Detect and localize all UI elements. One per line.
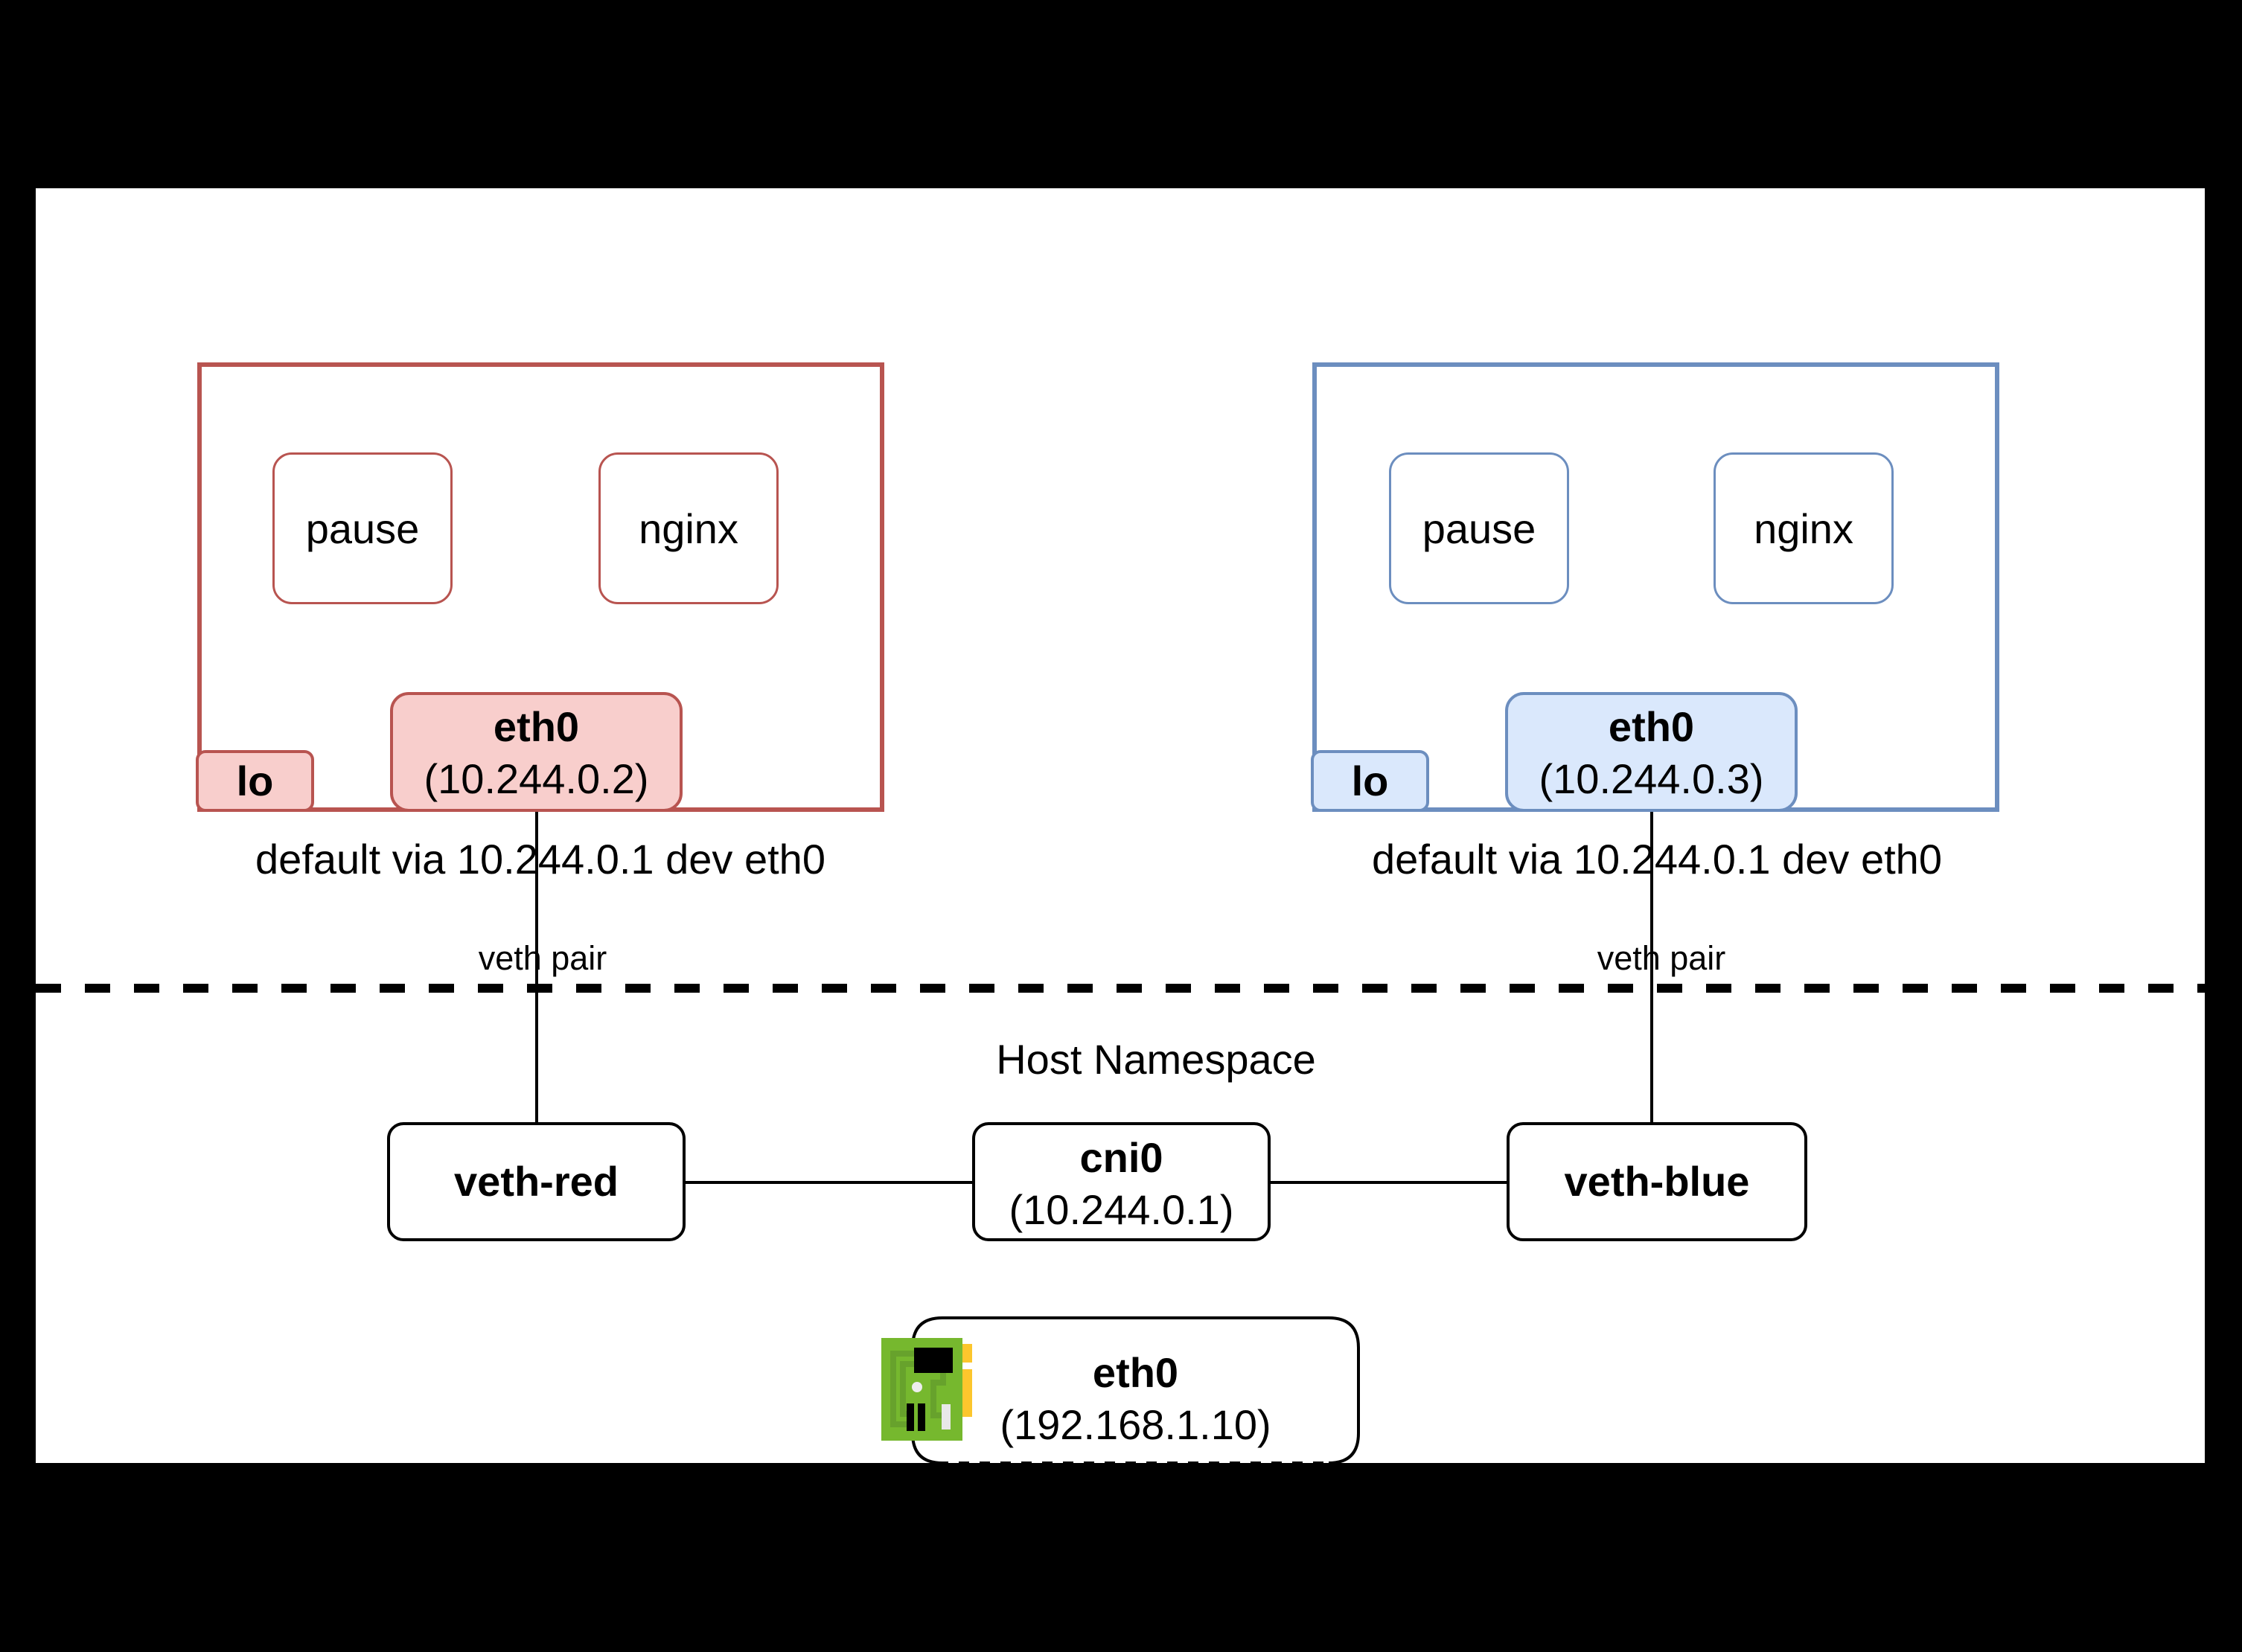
route-text-blue: default via 10.244.0.1 dev eth0: [1372, 836, 1942, 883]
veth-pair-label-blue: veth pair: [1597, 939, 1726, 977]
veth-blue-node: veth-blue: [1507, 1122, 1807, 1241]
eth0-interface-blue: eth0 (10.244.0.3): [1505, 692, 1798, 812]
veth-pair-label-red: veth pair: [478, 939, 607, 977]
nic-card-icon: [881, 1338, 972, 1441]
connector-lines-layer: [36, 812, 2205, 1184]
container-pause-red-label: pause: [305, 505, 420, 552]
eth0-interface-red-ip: (10.244.0.2): [424, 755, 649, 802]
eth0-interface-blue-ip: (10.244.0.3): [1539, 755, 1764, 802]
eth0-interface-red: eth0 (10.244.0.2): [390, 692, 683, 812]
container-nginx-blue-label: nginx: [1754, 505, 1853, 552]
container-nginx-red: nginx: [598, 452, 779, 604]
host-eth0-node-border: [911, 1316, 1360, 1463]
container-pause-blue: pause: [1389, 452, 1569, 604]
cni0-bridge-node: cni0 (10.244.0.1): [972, 1122, 1271, 1241]
veth-blue-label: veth-blue: [1564, 1158, 1750, 1205]
container-pause-red: pause: [272, 452, 453, 604]
cni0-label: cni0: [1079, 1134, 1163, 1181]
container-nginx-blue: nginx: [1714, 452, 1894, 604]
veth-red-node: veth-red: [387, 1122, 686, 1241]
route-text-red: default via 10.244.0.1 dev eth0: [255, 836, 825, 883]
cni0-ip: (10.244.0.1): [1009, 1186, 1234, 1233]
lo-interface-blue: lo: [1311, 750, 1429, 812]
eth0-interface-red-name: eth0: [493, 702, 580, 750]
veth-red-label: veth-red: [454, 1158, 619, 1205]
container-nginx-red-label: nginx: [639, 505, 738, 552]
lo-interface-blue-label: lo: [1351, 758, 1389, 804]
host-eth0-name: eth0: [1092, 1349, 1179, 1396]
diagram-canvas: pause nginx lo eth0 (10.244.0.2) default…: [36, 188, 2205, 1463]
container-pause-blue-label: pause: [1422, 505, 1536, 552]
lo-interface-red-label: lo: [236, 758, 274, 804]
host-namespace-label: Host Namespace: [996, 1036, 1316, 1083]
eth0-interface-blue-name: eth0: [1608, 702, 1695, 750]
host-eth0-node: eth0 (192.168.1.10): [911, 1316, 1360, 1463]
lo-interface-red: lo: [196, 750, 314, 812]
host-eth0-ip: (192.168.1.10): [1000, 1401, 1271, 1448]
